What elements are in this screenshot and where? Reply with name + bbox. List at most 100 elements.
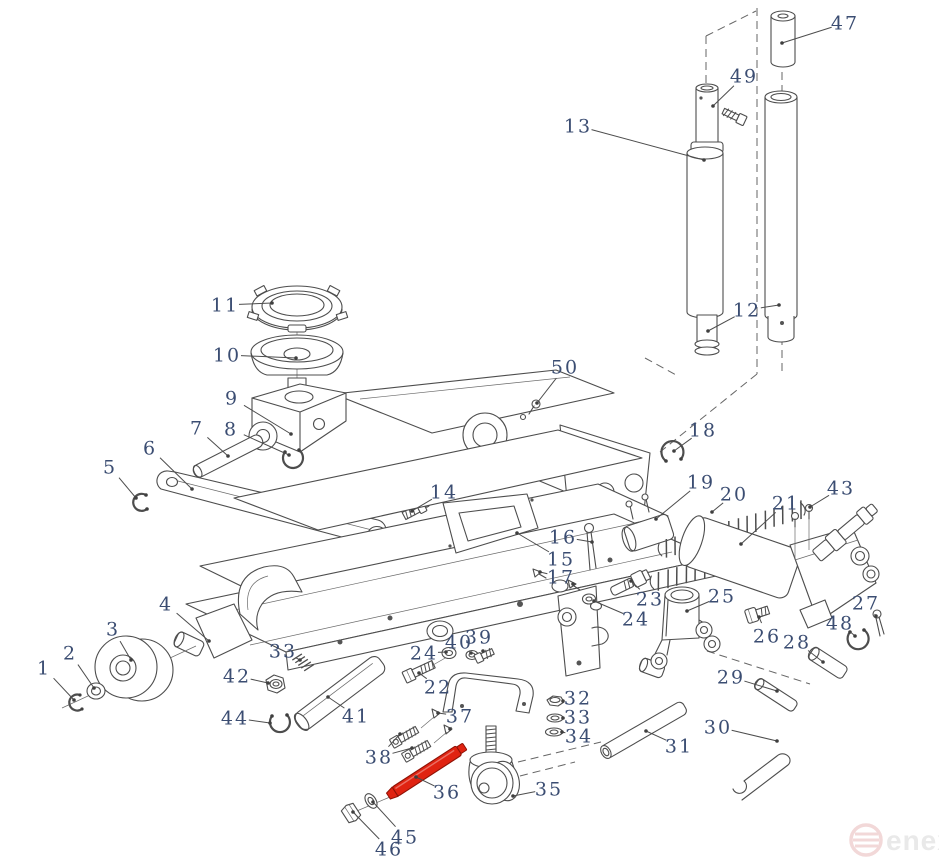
part-number-label[interactable]: 28 xyxy=(783,632,811,654)
part-number-label[interactable]: 29 xyxy=(717,667,745,689)
part-number-label[interactable]: 6 xyxy=(143,438,157,460)
part-callout-30[interactable]: 30 xyxy=(704,717,779,743)
part-number-label[interactable]: 36 xyxy=(433,782,461,804)
part-callout-1[interactable]: 1 xyxy=(37,658,76,702)
part-number-label[interactable]: 34 xyxy=(565,726,593,748)
part-callout-33[interactable]: 33 xyxy=(269,641,302,663)
part-callout-41[interactable]: 41 xyxy=(326,695,370,728)
part-number-label[interactable]: 24 xyxy=(410,643,438,665)
part-number-label[interactable]: 35 xyxy=(535,779,563,801)
part-number-label[interactable]: 24 xyxy=(622,609,650,631)
part-callout-50[interactable]: 50 xyxy=(535,357,579,405)
part-number-label[interactable]: 8 xyxy=(224,419,238,441)
part-number-label[interactable]: 2 xyxy=(63,643,77,665)
part-callout-23[interactable]: 23 xyxy=(629,579,664,611)
part-callout-14[interactable]: 14 xyxy=(410,482,458,513)
part-callout-33[interactable]: 33 xyxy=(561,707,592,729)
part-number-label[interactable]: 25 xyxy=(708,586,736,608)
part-callout-4[interactable]: 4 xyxy=(159,594,211,643)
part-callout-12[interactable]: 12 xyxy=(706,300,781,333)
part-number-label[interactable]: 38 xyxy=(365,747,393,769)
part-callout-38[interactable]: 38 xyxy=(365,732,414,769)
part-callout-20[interactable]: 20 xyxy=(710,484,748,514)
part-number-label[interactable]: 17 xyxy=(547,567,575,589)
part-number-label[interactable]: 14 xyxy=(430,482,458,504)
part-number-label[interactable]: 18 xyxy=(689,420,717,442)
part-callout-44[interactable]: 44 xyxy=(221,708,272,730)
part-callout-6[interactable]: 6 xyxy=(143,438,194,491)
part-callout-18[interactable]: 18 xyxy=(672,420,717,453)
part-number-label[interactable]: 41 xyxy=(342,706,370,728)
part-number-label[interactable]: 13 xyxy=(564,116,592,138)
part-number-label[interactable]: 42 xyxy=(223,666,251,688)
part-callout-17[interactable]: 17 xyxy=(538,567,575,589)
part-callout-36[interactable]: 36 xyxy=(414,775,461,804)
part-number-label[interactable]: 37 xyxy=(446,706,474,728)
part-number-label[interactable]: 39 xyxy=(465,627,493,649)
part-callout-40[interactable]: 40 xyxy=(445,632,473,655)
part-callout-19[interactable]: 19 xyxy=(654,472,715,521)
part-number-label[interactable]: 19 xyxy=(687,472,715,494)
part-callout-34[interactable]: 34 xyxy=(560,726,593,748)
part-number-label[interactable]: 21 xyxy=(772,493,800,515)
part-callout-49[interactable]: 49 xyxy=(711,66,758,108)
part-callout-25[interactable]: 25 xyxy=(685,586,736,613)
part-number-label[interactable]: 26 xyxy=(753,626,781,648)
part-number-label[interactable]: 27 xyxy=(852,593,880,615)
part-callout-42[interactable]: 42 xyxy=(223,666,270,688)
part-number-label[interactable]: 48 xyxy=(826,613,854,635)
part-number-label[interactable]: 7 xyxy=(190,418,204,440)
part-callout-24[interactable]: 24 xyxy=(592,599,650,631)
part-number-label[interactable]: 46 xyxy=(375,839,403,861)
part-callout-24[interactable]: 24 xyxy=(410,643,448,665)
part-number-label[interactable]: 31 xyxy=(665,736,693,758)
part-callout-45[interactable]: 45 xyxy=(371,800,419,849)
part-number-label[interactable]: 12 xyxy=(733,300,761,322)
part-number-label[interactable]: 50 xyxy=(551,357,579,379)
part-callout-22[interactable]: 22 xyxy=(417,671,452,699)
part-number-label[interactable]: 20 xyxy=(720,484,748,506)
part-callout-27[interactable]: 27 xyxy=(852,593,880,618)
part-callout-43[interactable]: 43 xyxy=(808,478,855,509)
part-number-label[interactable]: 22 xyxy=(424,677,452,699)
part-callout-46[interactable]: 46 xyxy=(351,810,403,861)
part-number-label[interactable]: 43 xyxy=(827,478,855,500)
part-number-label[interactable]: 9 xyxy=(225,388,239,410)
part-number-label[interactable]: 16 xyxy=(549,527,577,549)
part-callout-37[interactable]: 37 xyxy=(436,706,474,731)
part-callout-32[interactable]: 32 xyxy=(561,688,592,710)
part-number-label[interactable]: 1 xyxy=(37,658,51,680)
part-number-label[interactable]: 32 xyxy=(564,688,592,710)
part-callout-47[interactable]: 47 xyxy=(780,13,859,45)
part-callout-8[interactable]: 8 xyxy=(224,419,291,457)
part-callout-9[interactable]: 9 xyxy=(225,388,293,436)
part-number-label[interactable]: 47 xyxy=(831,13,859,35)
part-number-label[interactable]: 30 xyxy=(704,717,732,739)
part-callout-28[interactable]: 28 xyxy=(783,632,825,664)
part-number-label[interactable]: 49 xyxy=(730,66,758,88)
part-callout-10[interactable]: 10 xyxy=(213,345,298,367)
part-callout-13[interactable]: 13 xyxy=(564,116,706,162)
part-callout-5[interactable]: 5 xyxy=(103,457,138,500)
part-number-label[interactable]: 33 xyxy=(269,641,297,663)
part-number-label[interactable]: 11 xyxy=(211,295,239,317)
part-number-label[interactable]: 3 xyxy=(106,619,120,641)
part-callout-15[interactable]: 15 xyxy=(515,531,575,571)
part-number-label[interactable]: 10 xyxy=(213,345,241,367)
part-36-highlighted-caster-bolt[interactable] xyxy=(385,742,468,801)
part-callout-11[interactable]: 11 xyxy=(211,295,274,317)
part-callout-39[interactable]: 39 xyxy=(465,627,493,653)
part-callout-48[interactable]: 48 xyxy=(826,613,857,638)
part-callout-26[interactable]: 26 xyxy=(753,615,781,648)
part-callout-31[interactable]: 31 xyxy=(644,729,693,758)
part-number-label[interactable]: 33 xyxy=(564,707,592,729)
part-number-label[interactable]: 45 xyxy=(391,827,419,849)
part-callout-29[interactable]: 29 xyxy=(717,667,779,693)
part-number-label[interactable]: 44 xyxy=(221,708,249,730)
part-number-label[interactable]: 40 xyxy=(445,632,473,654)
part-number-label[interactable]: 5 xyxy=(103,457,117,479)
part-number-label[interactable]: 23 xyxy=(636,589,664,611)
part-callout-21[interactable]: 21 xyxy=(739,493,800,546)
part-number-label[interactable]: 4 xyxy=(159,594,173,616)
part-callout-2[interactable]: 2 xyxy=(63,643,96,690)
